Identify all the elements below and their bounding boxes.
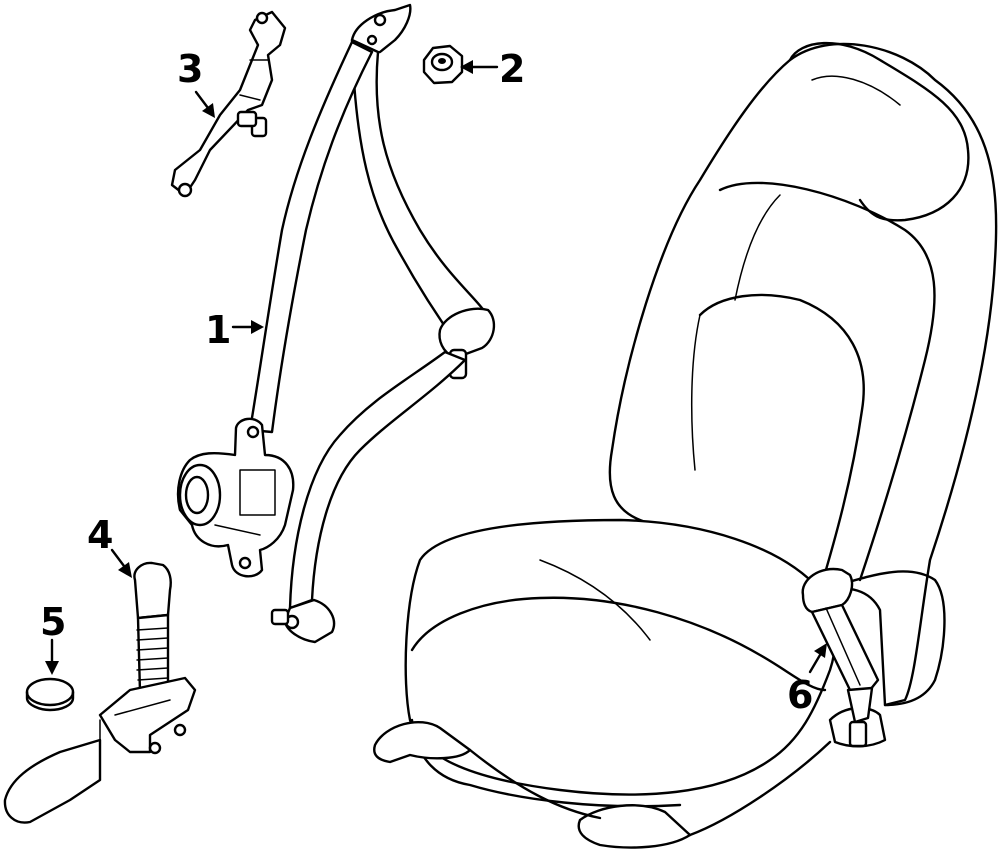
callout-4: 4 <box>87 513 113 557</box>
callout-2: 2 <box>499 47 525 91</box>
mounting-nut-part <box>422 44 464 85</box>
callout-leaders <box>45 60 827 675</box>
buckle-stalk-part <box>3 561 197 824</box>
seat-belt-buckle-part <box>801 567 880 748</box>
height-adjuster-part <box>170 10 287 198</box>
callout-1: 1 <box>205 308 231 352</box>
callout-3: 3 <box>177 47 203 91</box>
callout-6: 6 <box>787 673 813 717</box>
seat-belt-assembly-part <box>176 3 496 644</box>
front-seat <box>373 41 998 849</box>
callout-5: 5 <box>40 600 66 644</box>
cap-part <box>25 677 75 712</box>
